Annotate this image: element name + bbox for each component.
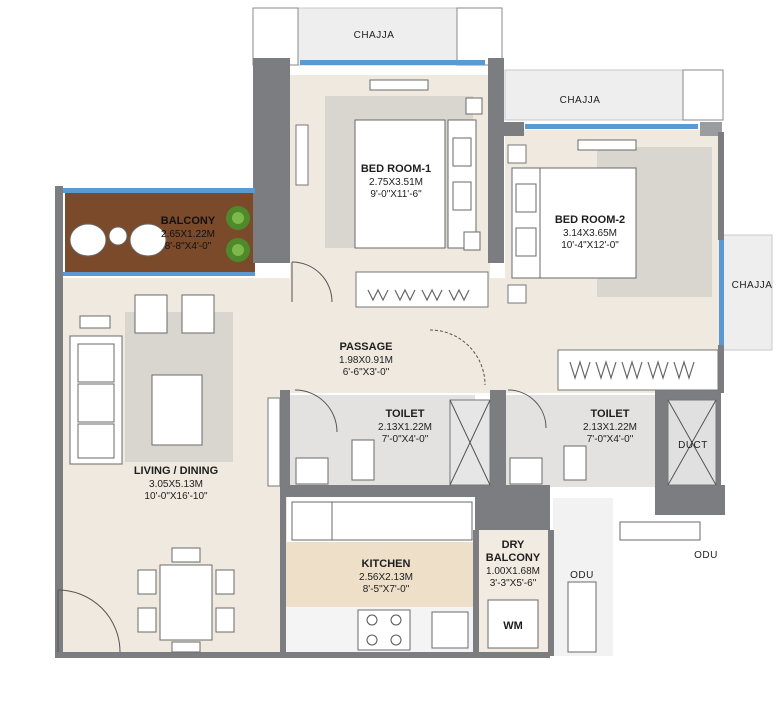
passage-name: PASSAGE bbox=[340, 341, 393, 353]
wardrobes bbox=[367, 288, 695, 381]
living-metric: 3.05X5.13M bbox=[149, 479, 203, 490]
toilet-1-metric: 2.13X1.22M bbox=[378, 422, 432, 433]
balcony-metric: 2.65X1.22M bbox=[161, 229, 215, 240]
dry-balcony-imperial: 3'-3"X5'-6" bbox=[490, 578, 537, 589]
chajja-right-label: CHAJJA bbox=[732, 280, 773, 291]
bedroom-1-imperial: 9'-0"X11'-6" bbox=[370, 189, 422, 200]
wm-label: WM bbox=[503, 620, 523, 632]
room-passage: PASSAGE 1.98X0.91M 6'-6"X3'-0" bbox=[339, 341, 393, 378]
room-living-dining: LIVING / DINING 3.05X5.13M 10'-0"X16'-10… bbox=[134, 465, 218, 502]
toilet-1-name: TOILET bbox=[386, 408, 425, 420]
toilet-1-imperial: 7'-0"X4'-0" bbox=[382, 434, 429, 445]
kitchen-metric: 2.56X2.13M bbox=[359, 572, 413, 583]
passage-imperial: 6'-6"X3'-0" bbox=[343, 367, 390, 378]
bedroom-1-metric: 2.75X3.51M bbox=[369, 177, 423, 188]
kitchen-name: KITCHEN bbox=[362, 558, 411, 570]
annotations: CHAJJA CHAJJA CHAJJA DUCT ODU ODU WM bbox=[354, 30, 773, 632]
doors bbox=[57, 261, 547, 653]
dry-balcony-metric: 1.00X1.68M bbox=[486, 566, 540, 577]
chajja-mid-label: CHAJJA bbox=[560, 95, 601, 106]
bedroom-2-metric: 3.14X3.65M bbox=[563, 228, 617, 239]
room-bedroom-2: BED ROOM-2 3.14X3.65M 10'-4"X12'-0" bbox=[555, 214, 625, 251]
chajja-top-label: CHAJJA bbox=[354, 30, 395, 41]
odu-bottom-label: ODU bbox=[570, 570, 594, 581]
room-kitchen: KITCHEN 2.56X2.13M 8'-5"X7'-0" bbox=[359, 558, 413, 595]
passage-metric: 1.98X0.91M bbox=[339, 355, 393, 366]
toilet-2-imperial: 7'-0"X4'-0" bbox=[587, 434, 634, 445]
duct-label: DUCT bbox=[678, 440, 708, 451]
furniture bbox=[69, 79, 717, 653]
toilet-2-name: TOILET bbox=[591, 408, 630, 420]
bedroom-2-imperial: 10'-4"X12'-0" bbox=[561, 240, 619, 251]
dry-balcony-name-2: BALCONY bbox=[486, 552, 541, 564]
toilet-2-metric: 2.13X1.22M bbox=[583, 422, 637, 433]
room-bedroom-1: BED ROOM-1 2.75X3.51M 9'-0"X11'-6" bbox=[361, 163, 431, 200]
room-dry-balcony: DRY BALCONY 1.00X1.68M 3'-3"X5'-6" bbox=[486, 539, 541, 589]
room-toilet-1: TOILET 2.13X1.22M 7'-0"X4'-0" bbox=[378, 408, 432, 445]
chajjas bbox=[252, 7, 773, 351]
bedroom-1-name: BED ROOM-1 bbox=[361, 163, 431, 175]
balcony-name: BALCONY bbox=[161, 215, 216, 227]
dry-balcony-name-1: DRY bbox=[502, 539, 525, 551]
odu-right-label: ODU bbox=[694, 550, 718, 561]
living-name: LIVING / DINING bbox=[134, 465, 218, 477]
living-imperial: 10'-0"X16'-10" bbox=[144, 491, 208, 502]
balcony-imperial: 8'-8"X4'-0" bbox=[165, 241, 212, 252]
bedroom-2-name: BED ROOM-2 bbox=[555, 214, 625, 226]
kitchen-imperial: 8'-5"X7'-0" bbox=[363, 584, 410, 595]
room-toilet-2: TOILET 2.13X1.22M 7'-0"X4'-0" bbox=[583, 408, 637, 445]
room-balcony: BALCONY 2.65X1.22M 8'-8"X4'-0" bbox=[161, 215, 216, 252]
